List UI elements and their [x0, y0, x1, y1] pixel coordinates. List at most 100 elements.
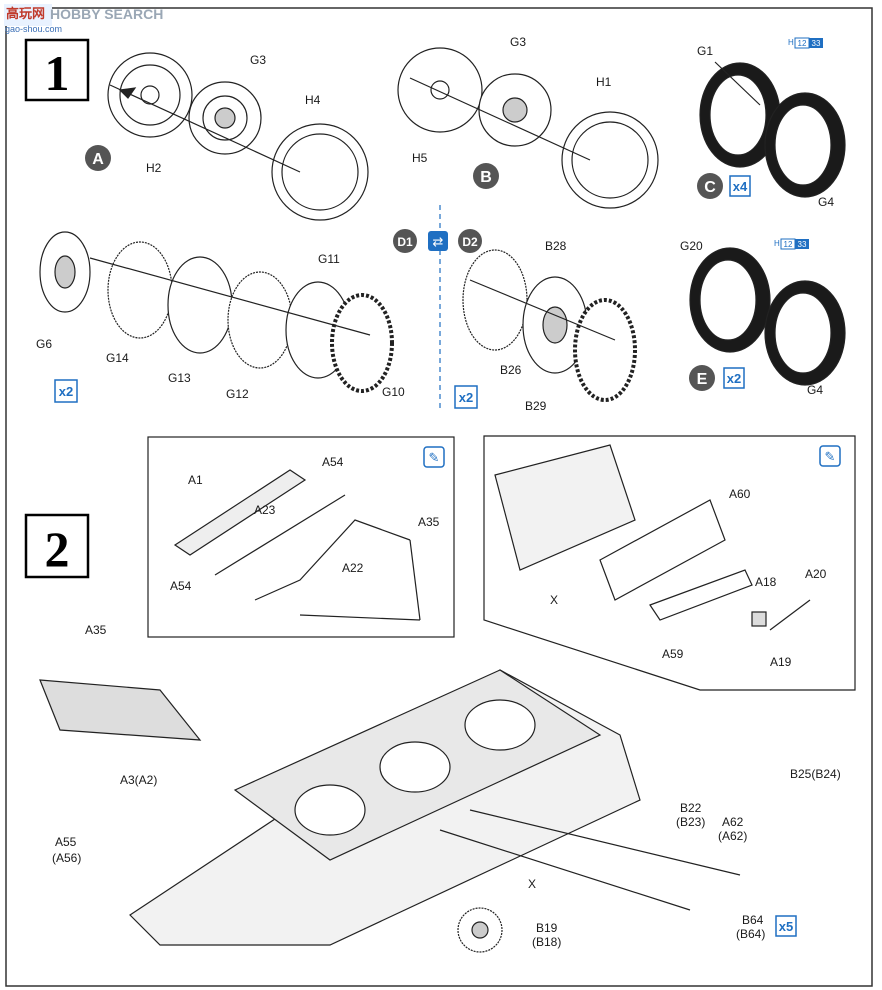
label-a20: A20	[805, 567, 827, 581]
label-b23: (B23)	[676, 815, 705, 829]
badge-a	[85, 145, 111, 171]
label-x2: X	[528, 877, 536, 891]
step-2: 2 ✎ A54 A1 A23 A35 A22 A54 ✎ A60 X A18	[24, 435, 856, 953]
label-b18: (B18)	[532, 935, 561, 949]
label-a56: (A56)	[52, 851, 81, 865]
label-a1: A1	[188, 473, 203, 487]
sprocket-b19-hub	[471, 921, 489, 939]
leaf-spring-a1	[173, 469, 307, 556]
badge-b	[473, 163, 499, 189]
label-a23: A23	[254, 503, 276, 517]
watermark: 高玩网 HOBBY SEARCH gao-shou.com	[4, 4, 163, 34]
label-a60: A60	[729, 487, 751, 501]
step-2-number: 2	[45, 521, 70, 577]
badge-e-label: E	[697, 371, 708, 388]
sprocket-g3-inner	[202, 95, 248, 141]
wheel-c-guide	[714, 61, 761, 106]
multiplier-b64: x5	[779, 919, 793, 934]
label-a3: A3(A2)	[120, 773, 157, 787]
torsion-bar-2	[439, 829, 691, 911]
label-a62b: (A62)	[718, 829, 747, 843]
paint-ref-h: H	[788, 38, 794, 47]
label-g6: G6	[36, 337, 52, 351]
label-g3: G3	[250, 53, 266, 67]
plate-a59	[649, 569, 753, 621]
label-a54b: A54	[170, 579, 192, 593]
sprocket-h5	[397, 47, 483, 133]
wheel-b26-hub	[542, 306, 568, 344]
wheel-g4-face	[774, 104, 832, 186]
torsion-bar-1	[469, 809, 741, 876]
label-g4b: G4	[807, 383, 823, 397]
label-b64: B64	[742, 913, 764, 927]
label-g4: G4	[818, 195, 834, 209]
assembly-g-guide	[89, 257, 371, 336]
multiplier-c-box	[729, 175, 751, 197]
step-2-box	[24, 513, 90, 579]
label-h4: H4	[305, 93, 321, 107]
label-a22: A22	[342, 561, 364, 575]
watermark-url: gao-shou.com	[5, 24, 62, 34]
assembly-b	[397, 47, 659, 209]
sprocket-hub	[140, 85, 160, 105]
label-b64b: (B64)	[736, 927, 765, 941]
assembly-b26-guide	[469, 279, 616, 341]
multiplier-e: x2	[727, 371, 741, 386]
label-b26: B26	[500, 363, 522, 377]
label-x1: X	[550, 593, 558, 607]
paint-box-33-e	[795, 239, 809, 249]
badge-b-label: B	[480, 169, 492, 186]
brush-icon-1: ✎	[429, 451, 440, 466]
sprocket-ring-h1-inner	[571, 121, 649, 199]
label-a54a: A54	[322, 455, 344, 469]
brush-icon-2: ✎	[825, 450, 836, 465]
badge-d2	[458, 229, 482, 253]
assembly-g	[39, 231, 394, 393]
ring-g12	[227, 271, 293, 369]
sprocket-g3b-hub	[502, 97, 528, 123]
hull-hatch-3	[464, 699, 536, 751]
label-h2: H2	[146, 161, 162, 175]
swap-icon-glyph: ⇄	[433, 235, 444, 250]
wheel-g4b-face	[774, 292, 832, 374]
inset-suspension-parts	[173, 469, 421, 621]
part-a20	[769, 599, 811, 631]
label-b19: B19	[536, 921, 558, 935]
label-g14: G14	[106, 351, 129, 365]
label-a59: A59	[662, 647, 684, 661]
label-h1: H1	[596, 75, 612, 89]
rod-a22	[254, 519, 411, 601]
label-a35i: A35	[418, 515, 440, 529]
label-b22: B22	[680, 801, 702, 815]
label-h5: H5	[412, 151, 428, 165]
paint-ref-33: 33	[812, 39, 821, 48]
badge-c	[697, 173, 723, 199]
label-b29: B29	[525, 399, 547, 413]
hull-hatch-1	[294, 784, 366, 836]
multiplier-c: x4	[733, 179, 748, 194]
suspension-unit	[39, 679, 202, 741]
ring-b29	[573, 298, 637, 402]
badge-d1-label: D1	[397, 235, 413, 249]
wheel-g1-face	[709, 74, 767, 156]
multiplier-g-box	[54, 379, 78, 403]
hull-hatch-2	[379, 741, 451, 793]
part-a18	[751, 611, 767, 627]
wheel-g20-face	[699, 259, 757, 341]
paint-ref-e: H 12 33	[774, 238, 809, 250]
paint-ref-12-e: 12	[784, 240, 793, 249]
idler-g6-hub	[54, 255, 76, 289]
rod-a35	[299, 539, 421, 621]
plate-a60	[599, 499, 726, 601]
paint-box-33	[809, 38, 823, 48]
label-a62: A62	[722, 815, 744, 829]
sprocket-inner	[119, 64, 181, 126]
inset-tool-icon-1	[423, 446, 445, 468]
label-b28: B28	[545, 239, 567, 253]
label-g12: G12	[226, 387, 249, 401]
label-a19: A19	[770, 655, 792, 669]
paint-ref-h-e: H	[774, 239, 780, 248]
sprocket-ring-h4-inner	[281, 133, 359, 211]
assembly-a	[107, 52, 369, 221]
hull-x-section	[494, 444, 636, 571]
